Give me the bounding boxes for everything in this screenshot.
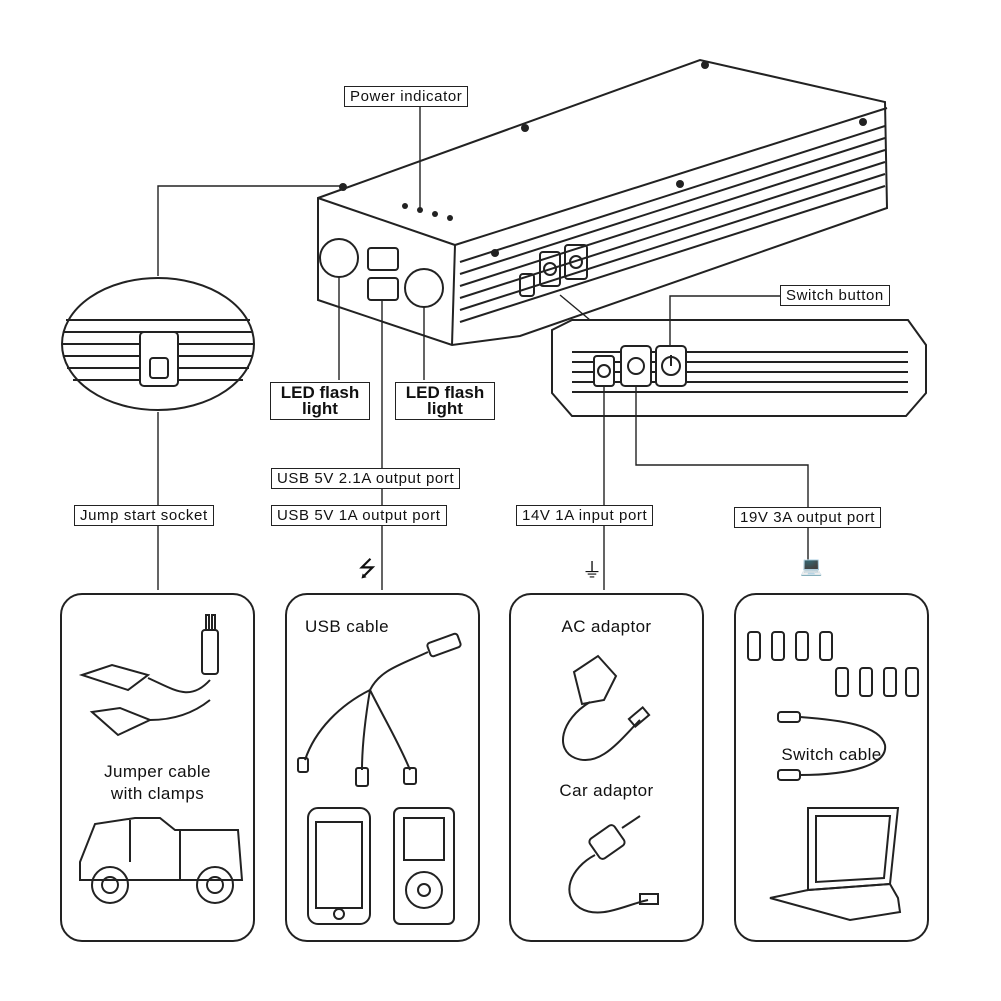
switch-cable-drawing	[777, 711, 887, 781]
car-adaptor-caption: Car adaptor	[559, 781, 654, 800]
power-bank-device	[317, 58, 889, 347]
ac-adaptor-caption: AC adaptor	[561, 617, 652, 636]
switch-button-label: Switch button	[780, 285, 890, 306]
jump-start-socket-detail	[61, 277, 255, 411]
ac-adaptor-drawing	[562, 654, 651, 761]
plug-icon: ⏚	[582, 560, 602, 582]
jumper-cable-caption: Jumper cable with clamps	[62, 761, 253, 805]
side-panel-detail	[551, 319, 927, 417]
switch-cable-caption: Switch cable	[781, 745, 882, 764]
jumper-caption-line1: Jumper cable	[104, 762, 211, 781]
led-flash-light-left-label: LED flash light	[270, 382, 370, 420]
usb-21a-port-label: USB 5V 2.1A output port	[271, 468, 461, 489]
leader-lines	[157, 104, 809, 590]
car-adaptor-drawing	[568, 815, 659, 914]
led-left-text: LED flash light	[280, 383, 360, 418]
led-flash-light-right-label: LED flash light	[395, 382, 495, 420]
laptop-icon: 💻	[800, 556, 823, 576]
usb-cable-drawing	[297, 632, 462, 787]
usb-icon: ⭍	[358, 556, 377, 581]
laptop-drawing	[769, 807, 902, 922]
phone-drawing	[307, 807, 371, 925]
jeep-drawing	[79, 817, 244, 904]
adaptor-panel: AC adaptor Car adaptor	[509, 593, 704, 942]
jumper-clamps-drawing	[78, 614, 219, 737]
led-right-text: LED flash light	[405, 383, 485, 418]
mp3-player-drawing	[393, 807, 455, 925]
dc-tips-drawing	[747, 631, 919, 697]
power-indicator-label: Power indicator	[344, 86, 469, 107]
output-port-19v-label: 19V 3A output port	[734, 507, 882, 528]
jumper-caption-line2: with clamps	[110, 784, 205, 803]
usb-cable-panel: USB cable	[285, 593, 480, 942]
usb-1a-port-label: USB 5V 1A output port	[271, 505, 447, 526]
input-port-label: 14V 1A input port	[516, 505, 654, 526]
jump-start-socket-label: Jump start socket	[74, 505, 214, 526]
usb-cable-caption: USB cable	[305, 617, 389, 636]
